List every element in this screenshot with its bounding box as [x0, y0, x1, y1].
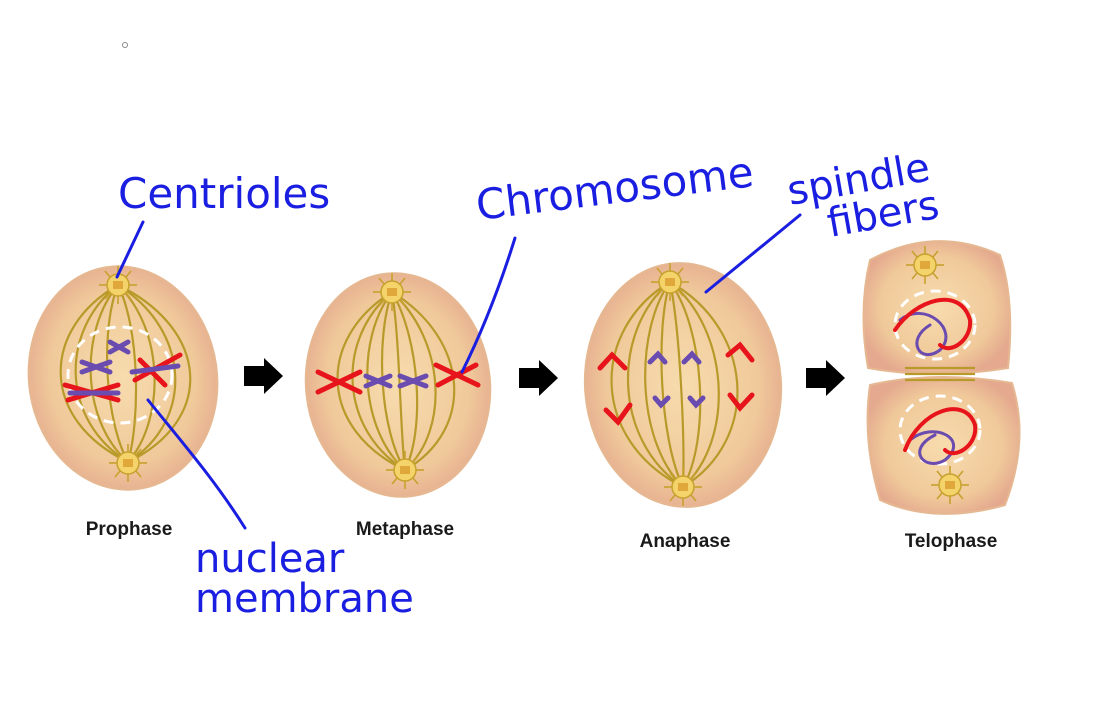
pointer-spindle — [704, 213, 802, 294]
prophase-chromosomes — [62, 339, 183, 403]
nuclear-membrane-outline — [66, 325, 174, 425]
anaphase-cell — [583, 262, 783, 508]
pointer-nuclear-membrane — [146, 398, 247, 530]
centrosome-bottom-icon — [108, 443, 148, 483]
centrosome-bottom-icon — [385, 450, 425, 490]
centrosome-bottom-icon — [663, 467, 703, 507]
speck-mark — [122, 42, 128, 48]
metaphase-chromosomes — [315, 362, 481, 395]
phase-label-prophase: Prophase — [86, 519, 173, 540]
annotation-nuclear-line2: membrane — [195, 576, 414, 622]
telophase-cells — [862, 240, 1021, 515]
arrow-icon — [806, 360, 845, 396]
centrosome-top-icon — [905, 245, 945, 285]
telophase-spindle-remnant — [905, 366, 975, 382]
phase-label-anaphase: Anaphase — [640, 531, 731, 552]
anaphase-chromosomes — [597, 341, 755, 426]
pointer-centrioles — [115, 220, 145, 279]
nuclear-membrane-bottom — [898, 394, 982, 466]
pointer-chromosome — [460, 236, 517, 374]
annotation-centrioles: Centrioles — [118, 169, 330, 218]
metaphase-cell — [304, 272, 492, 498]
prophase-cell — [27, 265, 219, 491]
telophase-chromatin — [893, 297, 978, 465]
annotation-chromosome: Chromosome — [473, 147, 756, 230]
phase-label-metaphase: Metaphase — [356, 519, 454, 540]
arrow-icon — [519, 360, 558, 396]
nuclear-membrane-top — [893, 289, 977, 361]
phase-label-telophase: Telophase — [905, 531, 998, 552]
centrosome-top-icon — [372, 272, 412, 312]
anaphase-spindle — [610, 281, 739, 488]
arrow-icon — [244, 358, 283, 394]
annotation-nuclear-line1: nuclear — [195, 536, 345, 582]
centrosome-bottom-icon — [930, 465, 970, 505]
centrosome-top-icon — [650, 262, 690, 302]
